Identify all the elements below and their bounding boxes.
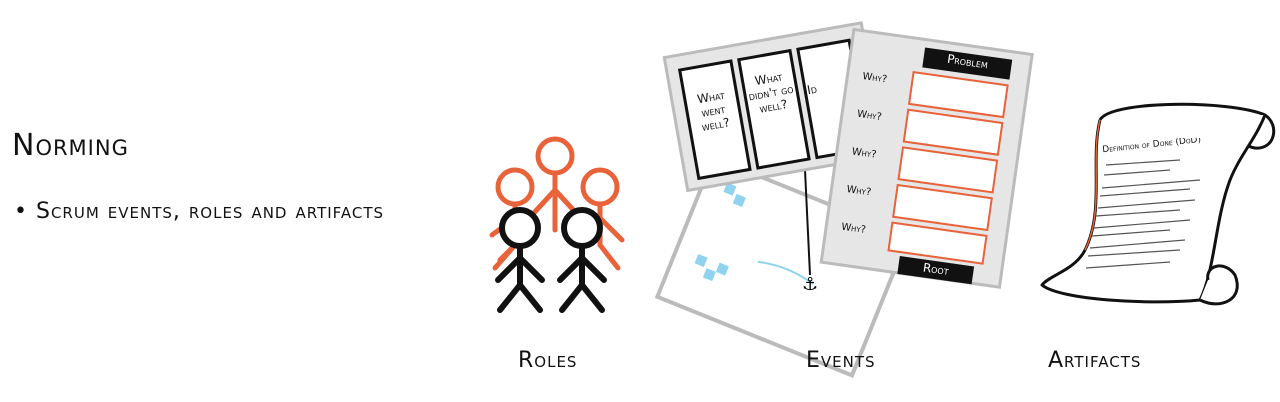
roles-caption: Roles — [518, 348, 578, 373]
black-figure-left — [495, 207, 545, 313]
retro-column-didnt-go-well: What didn't go well? — [747, 69, 795, 116]
roles-illustration — [489, 136, 625, 313]
bullet-text: Scrum events, roles and artifacts — [35, 199, 385, 224]
anchor-icon: ⚓ — [802, 274, 818, 295]
artifacts-illustration: Definition of Done (DoD) — [1040, 102, 1276, 306]
artifacts-caption: Artifacts — [1048, 348, 1142, 373]
events-illustration: ⚓ What went well? What didn't go well? I… — [654, 21, 1034, 378]
bullet-dot: • — [14, 199, 36, 224]
orange-figure-center — [529, 136, 581, 233]
black-figure-right — [557, 207, 607, 313]
bullet-item: • Scrum events, roles and artifacts — [14, 198, 394, 226]
scroll-bottom-curl — [1199, 264, 1239, 306]
scroll-title: Definition of Done (DoD) — [1102, 138, 1202, 156]
retro-column-went-well: What went well? — [696, 87, 731, 134]
scroll-text-lines — [1085, 159, 1201, 269]
retro-board: What went well? What didn't go well? Id — [662, 21, 887, 193]
slide-title: Norming — [12, 128, 129, 163]
five-whys-board: Problem Why? Why? Why? Why? Why? Root — [819, 27, 1034, 289]
anchor-rope — [804, 169, 811, 276]
events-caption: Events — [806, 348, 876, 373]
